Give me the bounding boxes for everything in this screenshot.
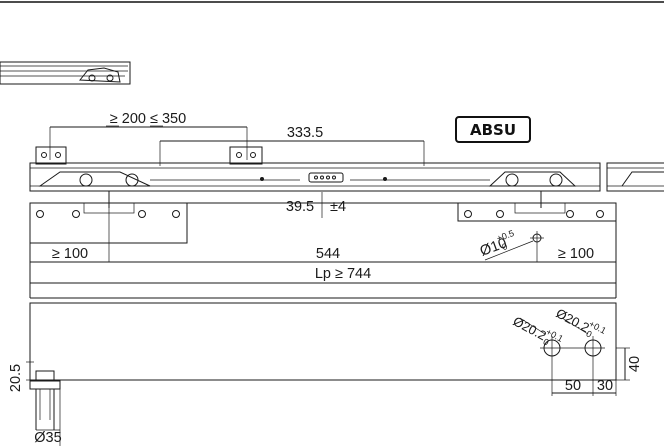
rail-detail-thumbnail (0, 61, 131, 85)
clamp-plate-right (457, 202, 617, 222)
dim-height-40: 40 (627, 356, 643, 372)
hole-20-a-label: Ø20.2 (511, 313, 549, 343)
hole-10-tol-zero: 0 (501, 241, 509, 252)
dim-height-20-5-label: 20.5 (8, 364, 24, 392)
bracket-middle (229, 146, 263, 165)
hole-20-a-tol-zero: 0 (541, 336, 550, 347)
badge-text: ABSU (470, 121, 516, 139)
carriage-left (38, 171, 151, 187)
dim-height-20-5: 20.5 (8, 364, 24, 392)
dim-spacing-range: ≥ 200 ≤ 350 (49, 111, 248, 160)
dim-50-label: 50 (565, 378, 581, 394)
dim-lp-label: Lp ≥ 744 (315, 266, 371, 282)
damper (308, 172, 344, 183)
hole-20-b-tol-zero: 0 (584, 328, 593, 339)
glass-panel (29, 302, 630, 396)
dim-left-min-label: ≥ 100 (52, 246, 88, 262)
dim-right-min-label: ≥ 100 (558, 246, 594, 262)
main-rail (29, 146, 601, 208)
bracket-left (35, 146, 67, 165)
dim-height-40-label: 40 (627, 356, 643, 372)
dim-rail-total: 333.5 (159, 125, 425, 166)
hole-20-b-label: Ø20.2 (554, 305, 592, 335)
dim-30-label: 30 (597, 378, 613, 394)
dim-tolerance-label: ±4 (330, 199, 346, 215)
dim-dia-35-label: Ø35 (34, 430, 61, 446)
absu-badge: ABSU (455, 116, 531, 143)
rail-continuation-right (606, 162, 664, 192)
dim-lp: Lp ≥ 744 (315, 266, 371, 282)
dim-left-min: ≥ 100 (30, 208, 110, 263)
dim-center: 544 (109, 246, 537, 263)
bottom-guide-fitting (29, 370, 61, 446)
dim-center-label: 544 (316, 246, 340, 262)
carriage-right (488, 171, 577, 187)
dim-rail-total-label: 333.5 (287, 125, 323, 141)
door-panel (29, 202, 617, 299)
dim-offset-label: 39.5 (286, 199, 314, 215)
dim-offset: 39.5 ±4 (286, 192, 346, 218)
dim-spacing-range-label: ≥ 200 ≤ 350 (110, 111, 186, 127)
clamp-plate-left (29, 202, 188, 244)
dim-right-min: ≥ 100 (536, 245, 616, 263)
